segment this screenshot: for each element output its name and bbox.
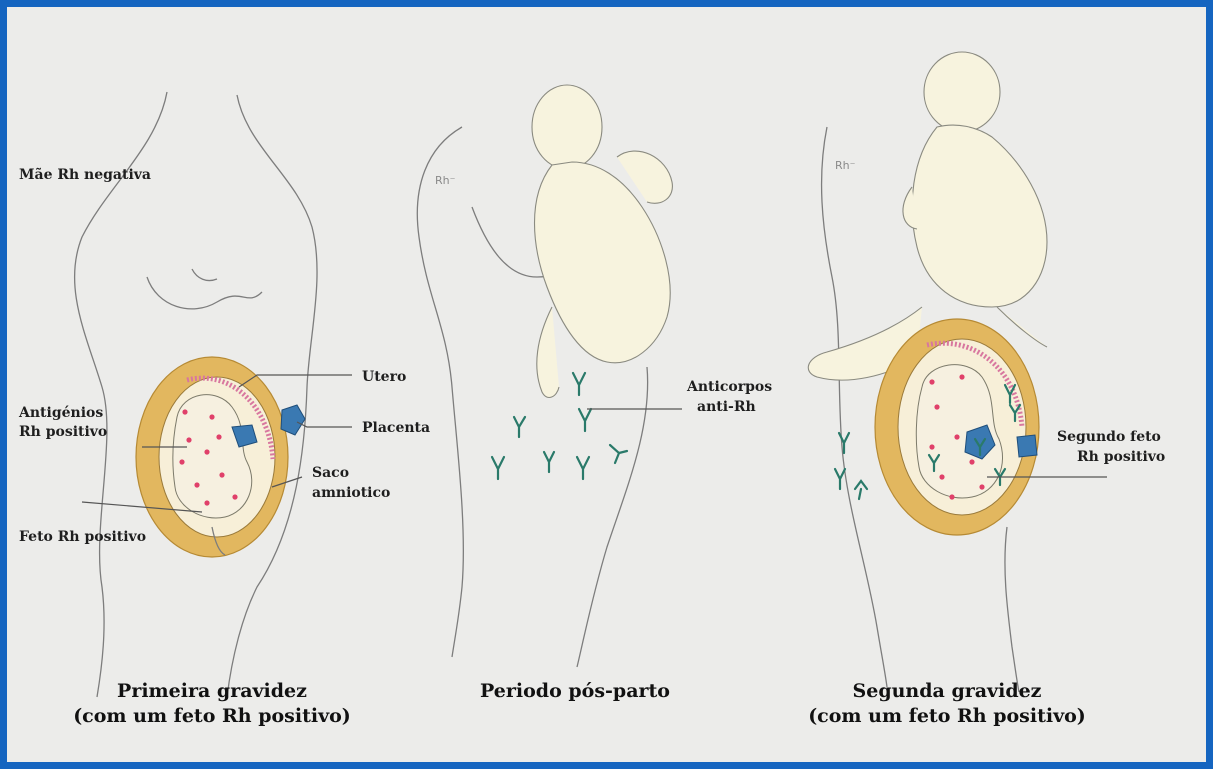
label-anticorpos-line1: Anticorpos xyxy=(686,379,772,395)
panel-second-pregnancy: Rh⁻ Segundo feto Rh positivo Segunda gra… xyxy=(808,52,1165,727)
label-mother-rh-negative: Mãe Rh negativa xyxy=(19,166,151,183)
caption-second-line2: (com um feto Rh positivo) xyxy=(808,705,1086,727)
caption-first-line1: Primeira gravidez xyxy=(117,680,307,702)
label-rh-minus-2: Rh⁻ xyxy=(835,159,856,172)
label-segundo-feto-line1: Segundo feto xyxy=(1057,429,1161,445)
panel-postpartum: Rh⁻ Anticorpos anti-Rh Periodo pós-parto xyxy=(417,85,772,702)
uterus-3 xyxy=(875,319,1039,535)
panel-first-pregnancy: Mãe Rh negativa Utero Antigénios Rh posi… xyxy=(18,92,430,727)
rh-incompatibility-diagram: Mãe Rh negativa Utero Antigénios Rh posi… xyxy=(7,7,1206,762)
baby-figure-2 xyxy=(532,85,672,397)
label-rh-minus-1: Rh⁻ xyxy=(435,174,456,187)
label-saco-line1: Saco xyxy=(312,465,349,481)
label-saco-line2: amniotico xyxy=(312,485,390,501)
antibodies-2 xyxy=(492,373,627,479)
uterus-1 xyxy=(136,357,305,557)
label-anticorpos-line2: anti-Rh xyxy=(697,399,756,415)
caption-second-line1: Segunda gravidez xyxy=(853,680,1042,702)
label-antigen-line2: Rh positivo xyxy=(19,424,107,440)
antibodies-3-blood xyxy=(835,433,867,499)
label-segundo-feto-line2: Rh positivo xyxy=(1077,449,1165,465)
label-feto-rh-positivo: Feto Rh positivo xyxy=(19,529,146,545)
label-utero: Utero xyxy=(362,369,406,385)
caption-first-line2: (com um feto Rh positivo) xyxy=(73,705,351,727)
label-placenta: Placenta xyxy=(362,420,430,436)
label-antigen-line1: Antigénios xyxy=(18,405,103,421)
caption-postpartum: Periodo pós-parto xyxy=(480,680,670,702)
